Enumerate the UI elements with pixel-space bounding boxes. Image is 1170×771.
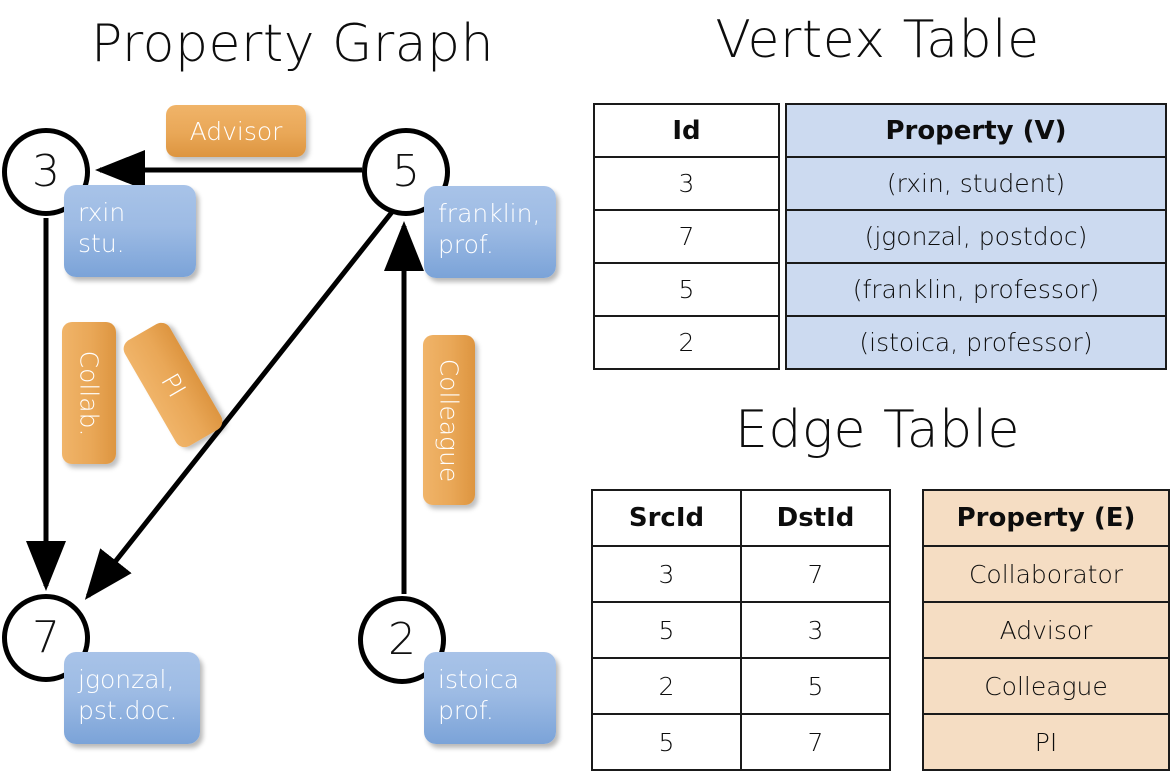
table-row: Colleague (922, 657, 1170, 715)
edge-property-callout-colleague: Colleague (423, 335, 475, 505)
edge-table-cell-srcid: 5 (591, 713, 742, 771)
table-header-row: SrcId DstId (591, 489, 891, 547)
table-row: 7 (593, 209, 780, 264)
vertex-property-callout-5: franklin, prof. (424, 186, 556, 278)
edge-label-text: Collab. (74, 350, 104, 436)
vertex-property-callout-7: jgonzal, pst.doc. (64, 652, 200, 744)
table-row: (jgonzal, postdoc) (785, 209, 1167, 264)
edge-table-cell-property: PI (922, 713, 1170, 771)
table-row: 5 7 (591, 713, 891, 771)
vertex-table-cell-id: 5 (593, 262, 780, 317)
edge-table-cell-srcid: 3 (591, 545, 742, 603)
vertex-table-header-property: Property (V) (785, 103, 1167, 158)
table-row: PI (922, 713, 1170, 771)
edge-table-cell-dstid: 5 (740, 657, 891, 715)
vertex-table-id-column: Id 3 7 5 2 (593, 103, 780, 370)
table-row: 5 3 (591, 601, 891, 659)
edge-table-cell-dstid: 7 (740, 713, 891, 771)
edge-table-cell-srcid: 2 (591, 657, 742, 715)
table-row: 2 5 (591, 657, 891, 715)
graph-node-label: 5 (392, 146, 420, 197)
edge-label-text: Colleague (434, 358, 464, 482)
vertex-table-cell-id: 3 (593, 156, 780, 211)
vertex-table-cell-property: (franklin, professor) (785, 262, 1167, 317)
vertex-table-cell-property: (rxin, student) (785, 156, 1167, 211)
edge-property-callout-advisor: Advisor (166, 105, 306, 157)
table-header-row: Property (E) (922, 489, 1170, 547)
table-row: 2 (593, 315, 780, 370)
edge-table-property-column: Property (E) Collaborator Advisor Collea… (922, 489, 1170, 771)
edge-property-callout-collab: Collab. (62, 322, 116, 464)
table-header-row: Property (V) (785, 103, 1167, 158)
graph-node-5[interactable]: 5 (362, 128, 450, 216)
vertex-table-cell-property: (istoica, professor) (785, 315, 1167, 370)
vertex-table-header-id: Id (593, 103, 780, 158)
edge-table-cell-property: Collaborator (922, 545, 1170, 603)
edge-table-cell-property: Advisor (922, 601, 1170, 659)
edge-table-header-srcid: SrcId (591, 489, 742, 547)
vertex-table-cell-id: 2 (593, 315, 780, 370)
table-row: 3 (593, 156, 780, 211)
graph-node-label: 7 (32, 612, 60, 663)
table-row: (istoica, professor) (785, 315, 1167, 370)
edge-label-text: PI (154, 368, 192, 402)
table-row: 3 7 (591, 545, 891, 603)
edge-table-header-dstid: DstId (740, 489, 891, 547)
graph-node-label: 3 (32, 146, 60, 197)
edge-table-cell-dstid: 3 (740, 601, 891, 659)
vertex-property-callout-2: istoica prof. (424, 652, 556, 744)
property-graph-diagram: 3 5 7 2 rxin stu. franklin, prof. jgonza… (0, 0, 585, 760)
table-row: (franklin, professor) (785, 262, 1167, 317)
vertex-table-cell-property: (jgonzal, postdoc) (785, 209, 1167, 264)
edge-table-cell-property: Colleague (922, 657, 1170, 715)
vertex-property-callout-3: rxin stu. (64, 185, 196, 277)
vertex-table-property-column: Property (V) (rxin, student) (jgonzal, p… (785, 103, 1167, 370)
graph-node-label: 2 (388, 614, 416, 665)
edge-label-text: Advisor (189, 116, 283, 146)
table-row: Collaborator (922, 545, 1170, 603)
table-row: 5 (593, 262, 780, 317)
page-title-edge-table: Edge Table (734, 400, 1021, 460)
table-row: (rxin, student) (785, 156, 1167, 211)
edge-table-cell-dstid: 7 (740, 545, 891, 603)
graph-edges-layer (26, 150, 424, 600)
edge-table-cell-srcid: 5 (591, 601, 742, 659)
graph-node-2[interactable]: 2 (358, 596, 446, 684)
page-title-property-graph: Property Graph (90, 14, 495, 74)
edge-table-header-property: Property (E) (922, 489, 1170, 547)
edge-table-id-columns: SrcId DstId 3 7 5 3 2 5 5 7 (591, 489, 891, 771)
table-header-row: Id (593, 103, 780, 158)
page-title-vertex-table: Vertex Table (715, 10, 1040, 70)
vertex-table-cell-id: 7 (593, 209, 780, 264)
table-row: Advisor (922, 601, 1170, 659)
edge-5-to-7 (84, 210, 394, 600)
